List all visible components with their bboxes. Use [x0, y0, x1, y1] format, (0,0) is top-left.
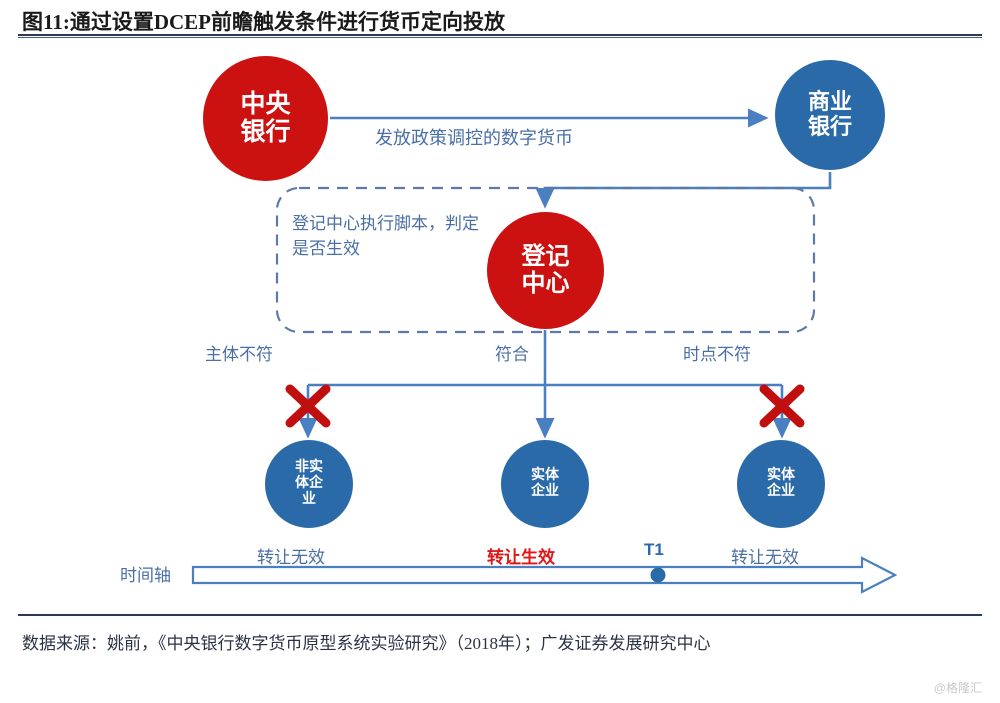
source-note: 数据来源：姚前，《中央银行数字货币原型系统实验研究》（2018年）；广发证券发展…: [22, 634, 711, 653]
diagram-connectors: [191, 108, 898, 594]
node-central-bank-line1: 中央: [240, 90, 291, 118]
node-central-bank: 中央 银行: [203, 56, 328, 181]
node-registration-center: 登记 中心: [487, 212, 604, 329]
reject-x-right: [759, 384, 805, 428]
node-entity-left-line1: 非实: [295, 460, 323, 476]
footer-divider: [18, 614, 982, 616]
timeline-segment-1: 转让无效: [257, 548, 325, 567]
title-divider: [18, 34, 982, 38]
branch-label-left: 主体不符: [205, 345, 273, 364]
node-entity-left-line3: 业: [302, 491, 316, 507]
node-central-bank-line2: 银行: [240, 118, 291, 146]
timeline-segment-3: 转让无效: [731, 548, 799, 567]
node-entity-middle-line2: 企业: [531, 484, 559, 499]
node-entity-right-line1: 实体: [767, 468, 795, 484]
node-commercial-bank: 商业 银行: [775, 60, 885, 170]
node-entity-right-line2: 企业: [767, 484, 795, 499]
watermark: @格隆汇: [933, 681, 982, 695]
node-entity-middle: 实体 企业: [501, 440, 589, 528]
edge-label-script: 登记中心执行脚本，判定是否生效: [292, 214, 479, 258]
edge-label-issue: 发放政策调控的数字货币: [375, 128, 573, 148]
node-registration-center-line1: 登记: [521, 243, 570, 270]
timeline-segment-2: 转让生效: [487, 548, 555, 567]
node-commercial-bank-line2: 银行: [807, 114, 852, 139]
node-commercial-bank-line1: 商业: [807, 89, 852, 115]
branch-label-middle: 符合: [495, 345, 529, 364]
page-title: 图11:通过设置DCEP前瞻触发条件进行货币定向投放: [22, 10, 505, 34]
node-entity-right: 实体 企业: [737, 440, 825, 528]
diagram-canvas: 中央 银行 商业 银行 登记 中心 非实 体企 业 实体: [0, 40, 1000, 610]
node-entity-left: 非实 体企 业: [265, 440, 353, 528]
timeline-marker-label: T1: [644, 540, 664, 559]
reject-x-left: [285, 384, 331, 428]
timeline-marker-dot: [650, 567, 666, 583]
timeline-axis-label: 时间轴: [120, 566, 171, 585]
node-entity-left-line2: 体企: [295, 476, 323, 492]
dashed-group-box: [275, 186, 816, 334]
timeline-arrow: [191, 556, 898, 594]
branch-label-right: 时点不符: [683, 345, 751, 364]
node-registration-center-line2: 中心: [521, 270, 570, 297]
node-entity-middle-line1: 实体: [531, 468, 559, 484]
